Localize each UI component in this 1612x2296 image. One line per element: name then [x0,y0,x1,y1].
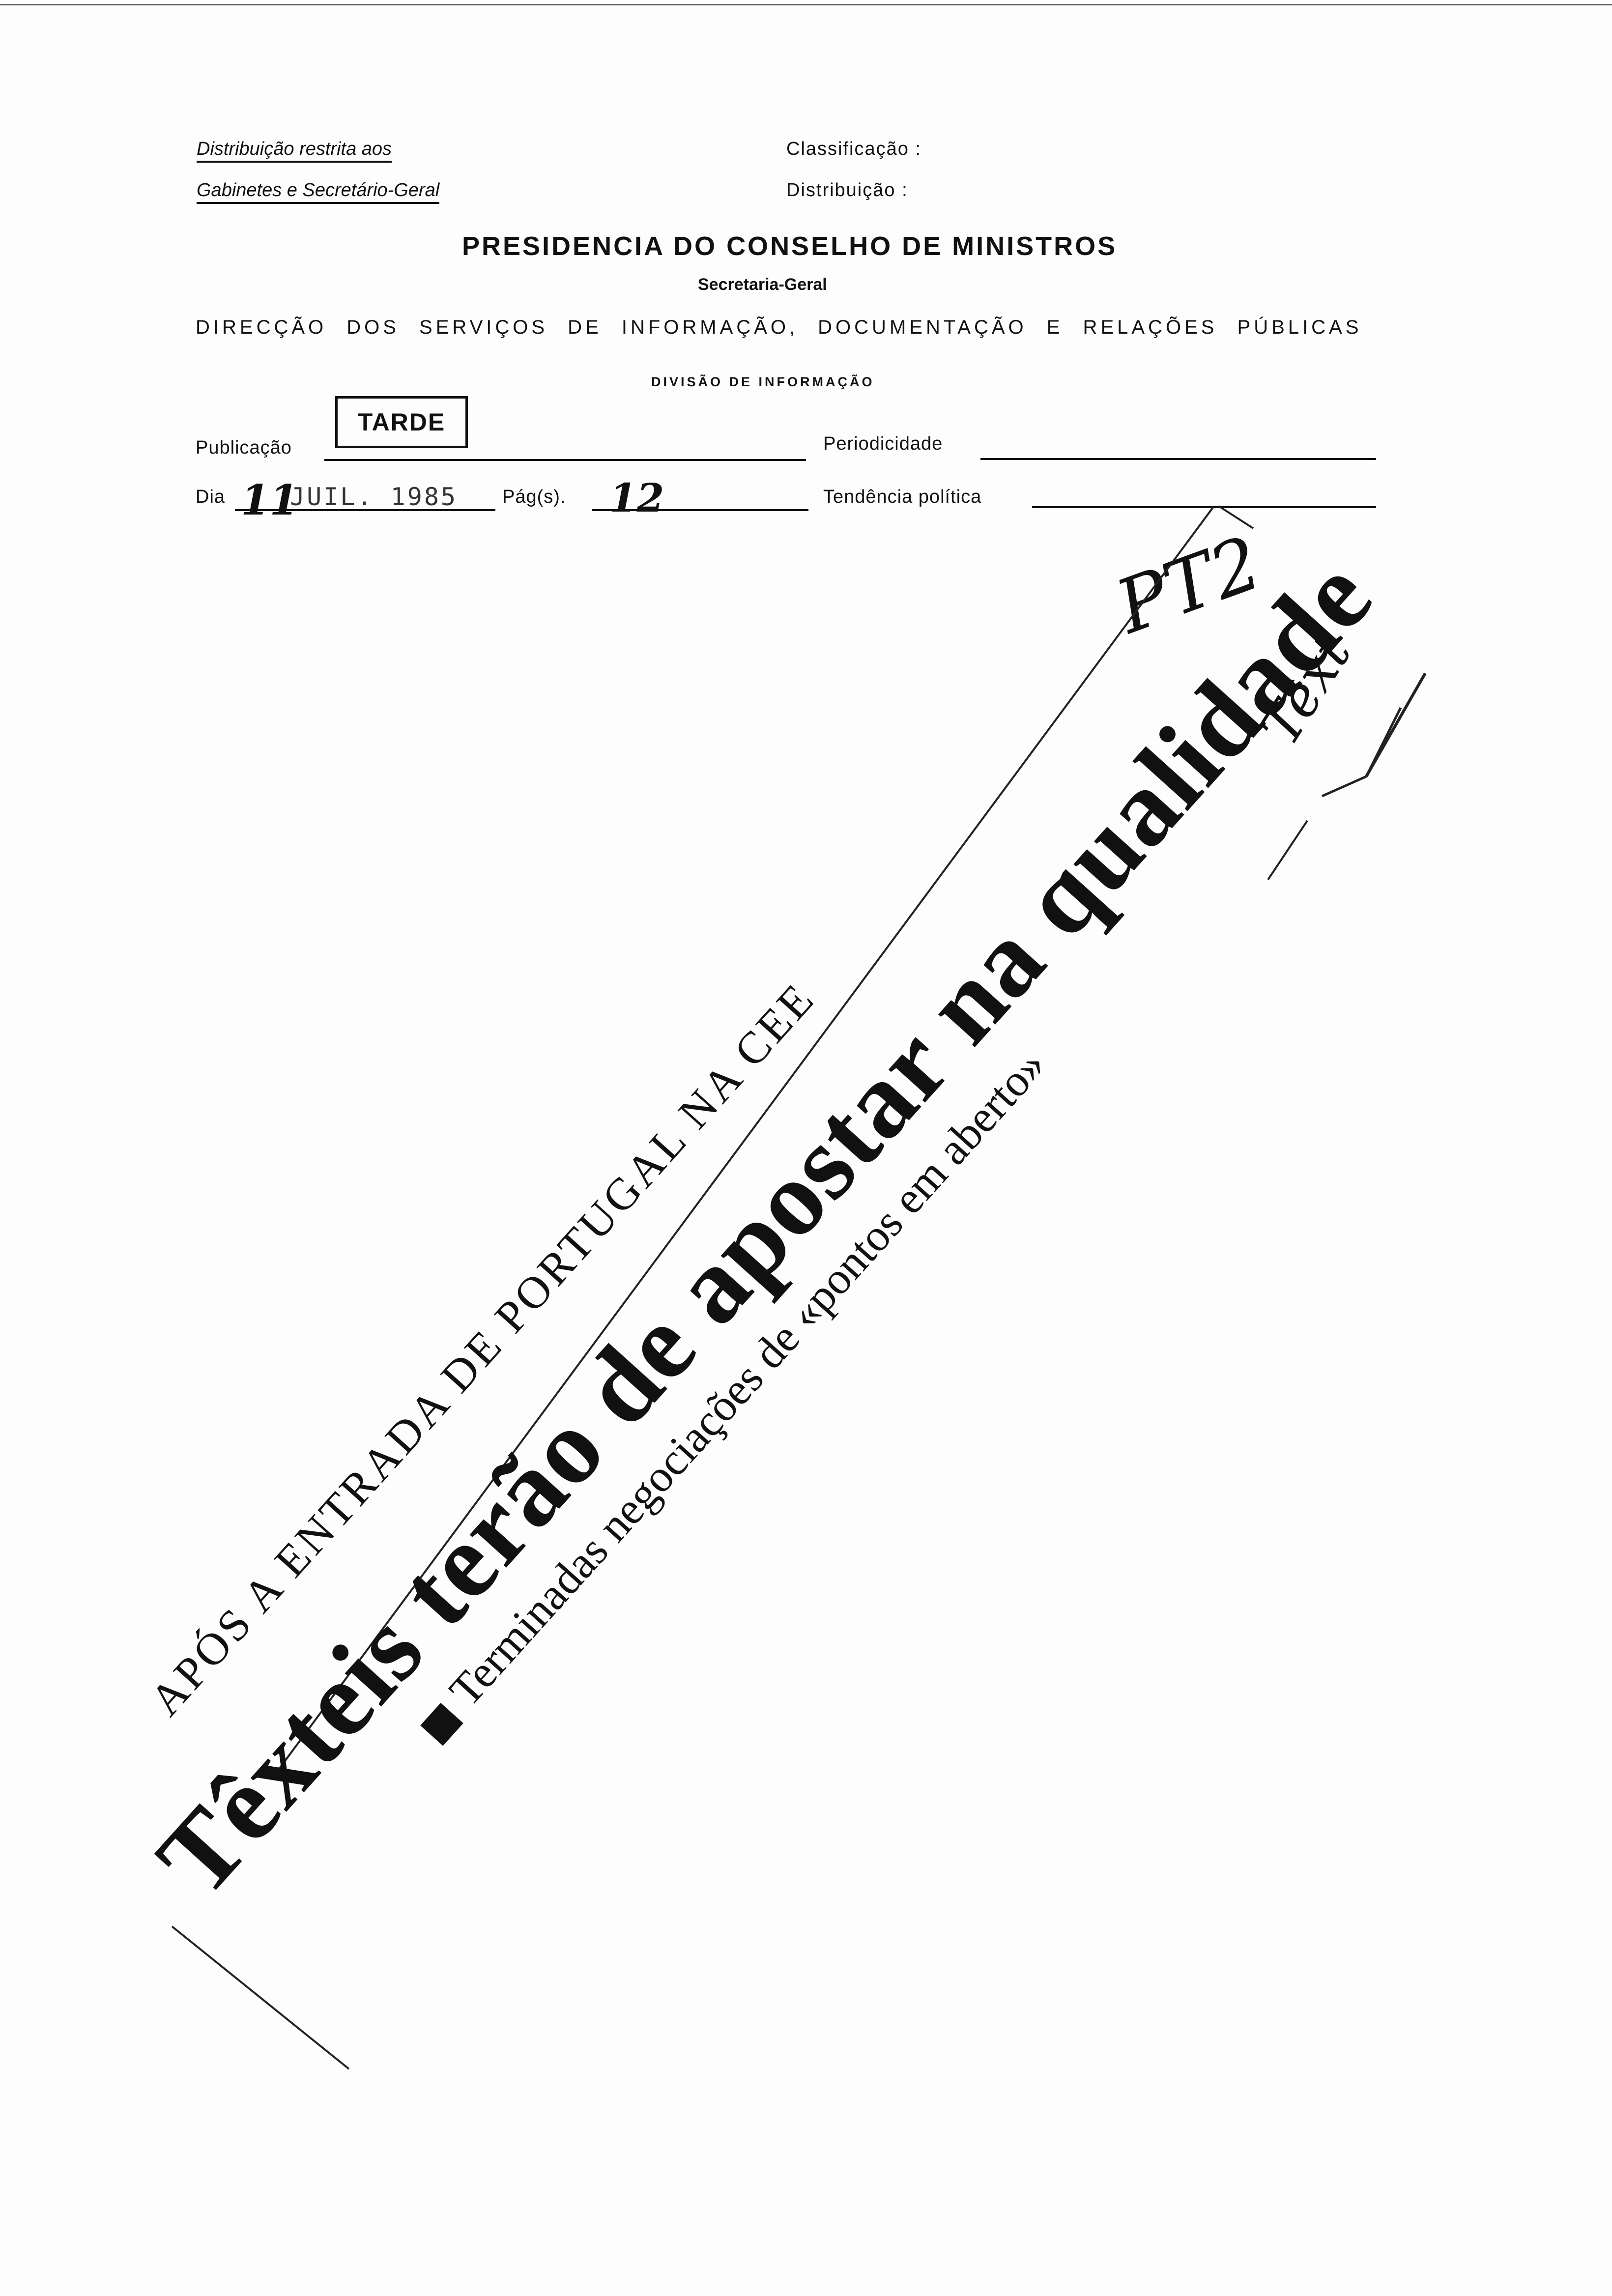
pages-label: Pág(s). [502,487,566,507]
top-rule [0,4,1612,5]
pages-line [592,509,808,511]
date-stamp: JUIL. 1985 [290,483,458,511]
periodicity-label: Periodicidade [823,433,943,454]
classification-label: Classificação : [786,139,921,159]
division-title: DIVISÃO DE INFORMAÇÃO [651,374,875,389]
directorate-title: DIRECÇÃO DOS SERVIÇOS DE INFORMAÇÃO, DOC… [196,316,1362,338]
day-handwritten: 11 [241,476,298,524]
pages-handwritten: 12 [609,475,664,521]
publication-stamp: TARDE [335,396,468,448]
distribution-line-2: Gabinetes e Secretário-Geral [197,180,440,204]
clipping-edge-upper [274,505,1215,1775]
pen-mark-3 [1267,820,1308,881]
clipping-edge-corner [1218,505,1254,529]
publication-label: Publicação [196,437,292,458]
political-label: Tendência política [823,487,982,507]
distribution-line-1: Distribuição restrita aos [197,139,392,163]
clipping-edge-lower [171,1925,350,2070]
ministry-subtitle: Secretaria-Geral [698,275,827,294]
periodicity-line [980,458,1376,460]
distribution-label: Distribuição : [786,180,908,201]
publication-line [324,459,806,461]
day-line [235,509,495,511]
ministry-title: PRESIDENCIA DO CONSELHO DE MINISTROS [462,231,1118,261]
pen-mark-1b [1365,707,1402,777]
pen-mark-2 [1321,775,1367,798]
day-label: Dia [196,487,226,507]
political-line [1032,506,1376,508]
